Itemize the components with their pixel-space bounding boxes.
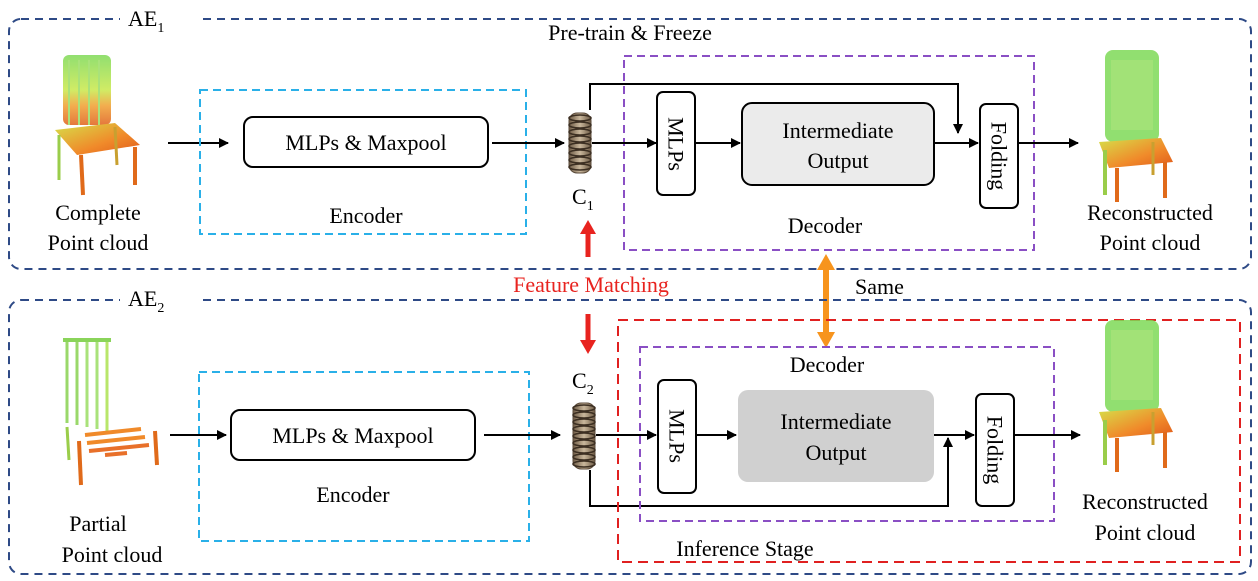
partial-chair-point-cloud-icon xyxy=(63,338,159,486)
ae2-decoder-caption: Decoder xyxy=(790,352,865,377)
ae1-input-label-line1: Complete xyxy=(55,200,141,225)
ae1-encoder-block-label: MLPs & Maxpool xyxy=(285,130,446,155)
ae2-encoder-block-label: MLPs & Maxpool xyxy=(272,423,433,448)
ae1-input-label-line2: Point cloud xyxy=(48,230,149,255)
feature-matching-label: Feature Matching xyxy=(513,272,669,297)
ae1-output-label-line2: Point cloud xyxy=(1100,230,1201,255)
reconstructed-chair-icon xyxy=(1099,320,1173,472)
chair-point-cloud-icon xyxy=(55,55,140,196)
reconstructed-chair-icon xyxy=(1099,50,1173,202)
ae1-folding-label: Folding xyxy=(987,122,1012,190)
ae2-intermediate-line2: Output xyxy=(805,440,866,465)
ae2-mlps-block xyxy=(657,379,697,494)
ae2-label: AE2 xyxy=(128,286,164,316)
ae1-encoder-block xyxy=(243,116,489,168)
ae2-group: AE2 Partial Point cloud MLPs & Maxpool E… xyxy=(8,286,1252,575)
ae1-encoder-caption: Encoder xyxy=(329,203,403,228)
ae1-mlps-label: MLPs xyxy=(664,117,689,171)
ae1-intermediate-line2: Output xyxy=(807,148,868,173)
coil-stack-icon xyxy=(572,402,596,470)
ae1-folding-block xyxy=(979,103,1019,209)
ae2-output-label-line1: Reconstructed xyxy=(1082,489,1208,514)
ae1-group: AE1 Pre-train & Freeze Complete Point cl… xyxy=(8,4,1252,270)
ae1-top-note: Pre-train & Freeze xyxy=(548,20,712,45)
ae2-encoder-caption: Encoder xyxy=(316,482,390,507)
ae2-mlps-label: MLPs xyxy=(665,409,690,463)
ae2-output-label-line2: Point cloud xyxy=(1095,520,1196,545)
ae2-inference-frame xyxy=(617,319,1241,563)
ae1-decoder-frame xyxy=(623,55,1035,251)
ae1-label: AE1 xyxy=(128,6,164,36)
ae2-encoder-block xyxy=(230,409,476,461)
ae1-decoder-caption: Decoder xyxy=(788,213,863,238)
feature-matching-link: Feature Matching xyxy=(513,220,669,354)
ae2-intermediate-line1: Intermediate xyxy=(780,409,891,434)
ae2-frame xyxy=(8,299,1252,575)
ae2-inference-caption: Inference Stage xyxy=(676,536,813,561)
coil-stack-icon xyxy=(568,112,592,174)
ae2-input-label-line2: Point cloud xyxy=(62,542,163,567)
ae1-output-label-line1: Reconstructed xyxy=(1087,200,1213,225)
ae2-folding-label: Folding xyxy=(983,416,1008,484)
same-link: Same xyxy=(817,254,904,348)
ae2-intermediate-block xyxy=(738,390,934,482)
same-label: Same xyxy=(855,274,904,299)
ae1-mlps-block xyxy=(656,91,696,196)
ae1-intermediate-line1: Intermediate xyxy=(782,118,893,143)
ae2-encoder-frame xyxy=(198,371,530,542)
ae2-code-label: C2 xyxy=(572,368,594,398)
ae1-frame xyxy=(8,18,1252,270)
ae1-code-label: C1 xyxy=(572,184,594,214)
ae2-folding-block xyxy=(975,393,1015,507)
ae2-input-label-line1: Partial xyxy=(69,511,126,536)
ae1-encoder-frame xyxy=(199,89,527,235)
